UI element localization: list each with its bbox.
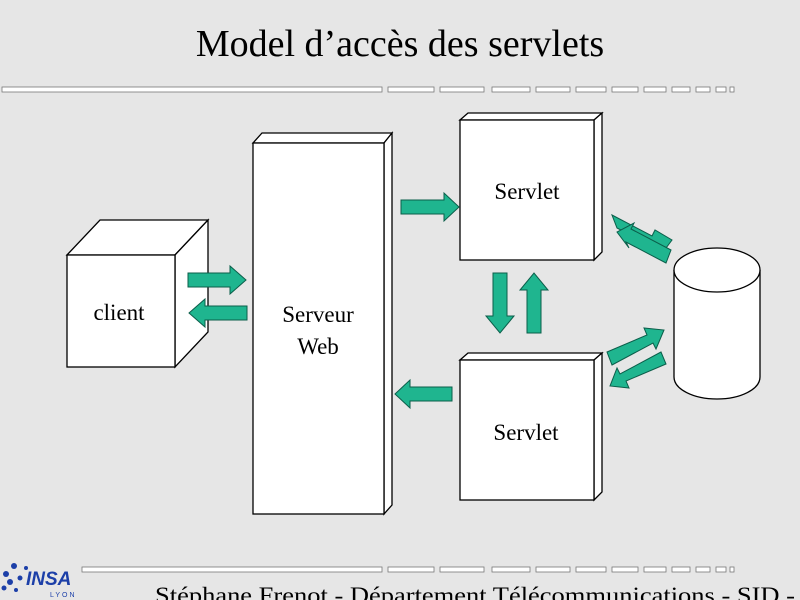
client-label: client (93, 300, 145, 325)
arrow-servlet-top-to-bottom (484, 272, 516, 334)
arrow-servlet-bottom-to-top (518, 272, 550, 334)
serveur-label-line1: Serveur (282, 302, 354, 327)
logo-subtext: LYON (50, 592, 77, 599)
arrow-client-to-serveur (187, 264, 247, 296)
arrow-serveur-to-servlet-top (400, 191, 460, 223)
insa-logo: INSA LYON (1, 563, 77, 599)
footer-text: Stéphane Frenot - Département Télécommun… (155, 583, 795, 600)
database-cylinder (673, 247, 761, 400)
serveur-web-box: Serveur Web (251, 131, 394, 516)
arrow-db-to-servlet-bottom (609, 351, 667, 389)
arrow-serveur-to-client (188, 297, 248, 329)
servlet-top-box: Servlet (458, 111, 604, 262)
bottom-separator (81, 566, 735, 573)
arrow-db-to-servlet-top (616, 221, 672, 264)
client-box: client (65, 218, 210, 369)
serveur-label-line2: Web (297, 334, 339, 359)
servlet-bottom-label: Servlet (493, 420, 559, 445)
logo-text: INSA (26, 569, 71, 590)
arrow-servlet-bottom-to-serveur (394, 378, 453, 410)
slide-title: Model d’accès des servlets (196, 23, 604, 65)
top-separator (1, 86, 735, 93)
arrow-servlet-bottom-to-db (606, 327, 665, 366)
servlet-top-label: Servlet (494, 179, 560, 204)
servlet-bottom-box: Servlet (458, 351, 604, 502)
